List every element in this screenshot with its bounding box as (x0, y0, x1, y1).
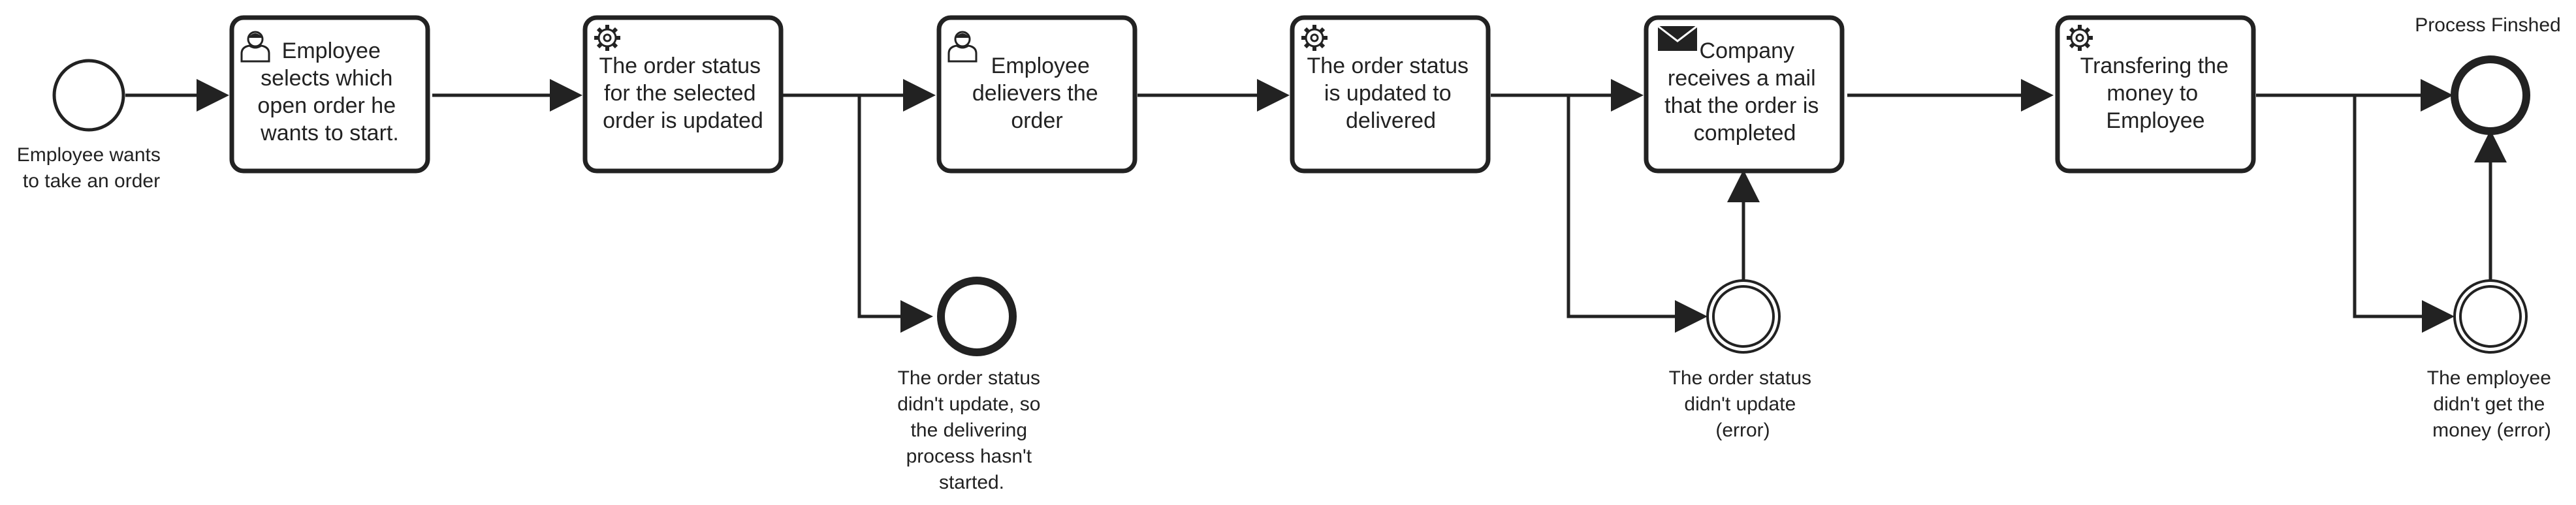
end-event-process-finished[interactable]: Process Finshed (2415, 14, 2561, 135)
task-box[interactable] (936, 15, 1137, 174)
end-event-circle[interactable] (937, 277, 1017, 356)
start-event-circle[interactable] (52, 59, 125, 132)
task-label: The order status for the selected order … (599, 54, 767, 133)
intermediate-event-inner-circle (1712, 285, 1775, 348)
end-event-label: The order status didn't update, so the d… (897, 367, 1046, 493)
task-box[interactable] (2055, 15, 2256, 174)
end-event-circle[interactable] (2451, 55, 2530, 135)
task-label: Employee selects which open order he wan… (257, 38, 402, 145)
flow-task4-to-error1 (1566, 95, 1708, 333)
end-event-label: Process Finshed (2415, 14, 2560, 36)
task-box[interactable] (229, 15, 430, 174)
task-company-receives-mail[interactable]: Company receives a mail that the order i… (1644, 15, 1845, 174)
task-box[interactable] (1290, 15, 1491, 174)
sequence-flows (125, 79, 2507, 333)
flow-task2-to-end1 (857, 95, 933, 333)
intermediate-event-label: The order status didn't update (error) (1669, 367, 1817, 441)
task-box[interactable] (582, 15, 784, 174)
intermediate-event-status-error[interactable]: The order status didn't update (error) (1669, 279, 1817, 441)
gear-icon (594, 25, 620, 51)
task-box[interactable] (1644, 15, 1845, 174)
task-employee-delivers-order[interactable]: Employee delievers the order (936, 15, 1137, 174)
task-status-updated-delivered[interactable]: The order status is updated to delivered (1290, 15, 1491, 174)
task-order-status-updated[interactable]: The order status for the selected order … (582, 15, 784, 174)
flow-task6-to-error2 (2353, 95, 2455, 333)
task-label: The order status is updated to delivered (1307, 54, 1474, 133)
task-transferring-money[interactable]: Transfering the money to Employee (2055, 15, 2256, 174)
start-event[interactable]: Employee wants to take an order (17, 59, 166, 192)
gear-icon (2067, 25, 2093, 51)
intermediate-event-inner-circle (2459, 285, 2522, 348)
envelope-icon (1657, 25, 1698, 52)
end-event-delivery-not-started[interactable]: The order status didn't update, so the d… (897, 277, 1046, 493)
task-employee-selects-order[interactable]: Employee selects which open order he wan… (229, 15, 430, 174)
task-label: Company receives a mail that the order i… (1664, 38, 1825, 145)
task-label: Employee delievers the order (972, 54, 1104, 133)
task-label: Transfering the money to Employee (2080, 54, 2235, 133)
gear-icon (1301, 25, 1328, 51)
start-event-label: Employee wants to take an order (17, 144, 166, 192)
intermediate-event-label: The employee didn't get the money (error… (2427, 367, 2556, 441)
intermediate-event-money-error[interactable]: The employee didn't get the money (error… (2427, 279, 2556, 441)
